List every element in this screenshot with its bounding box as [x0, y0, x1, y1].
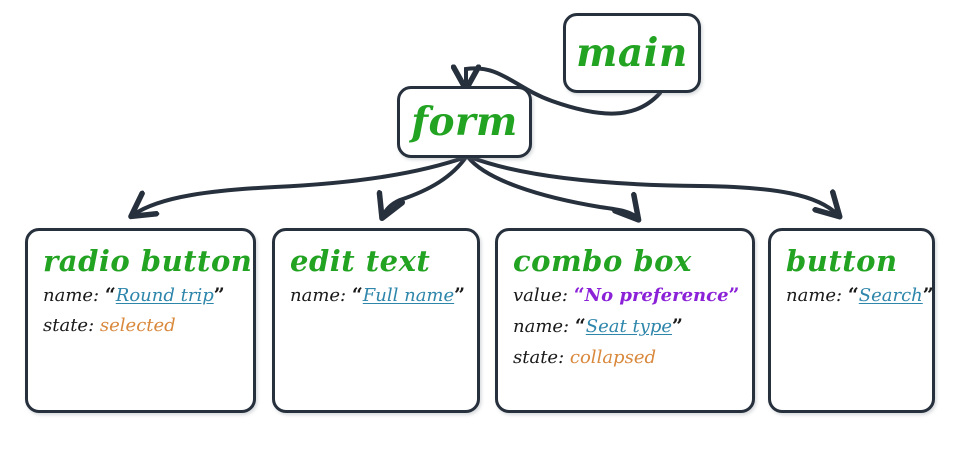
node-radio-button-title: radio button	[43, 244, 253, 278]
quote-open: “	[573, 284, 585, 306]
attribute-value: Full name	[362, 285, 455, 306]
node-radio-button[interactable]: radio button name: “Round trip” state: s…	[25, 228, 256, 413]
node-main[interactable]: main	[563, 13, 701, 93]
attribute-name: name: “Search”	[786, 284, 934, 306]
quote-open: “	[847, 284, 859, 306]
attribute-key: name:	[513, 316, 570, 338]
node-combo-box-title: combo box	[513, 244, 692, 278]
attribute-key: name:	[43, 285, 100, 306]
node-form[interactable]: form	[397, 86, 532, 158]
quote-close: ”	[672, 315, 683, 338]
attribute-value: selected	[99, 315, 176, 337]
edge-form-to-combo-box	[466, 155, 637, 218]
attribute-key: state:	[513, 346, 565, 368]
attribute-name: name: “Full name”	[290, 284, 465, 306]
attribute-value-text: collapsed	[569, 346, 656, 368]
node-main-title: main	[576, 30, 688, 76]
quote-close: ”	[454, 284, 466, 306]
quote-close: ”	[922, 284, 934, 306]
attribute-value: value: “No preference”	[513, 284, 740, 306]
attribute-name: name: “Round trip”	[43, 284, 241, 306]
edge-form-to-edit-text	[383, 155, 468, 216]
node-edit-text-title: edit text	[290, 244, 431, 278]
node-button[interactable]: button name: “Search”	[768, 228, 935, 413]
attribute-key: state:	[43, 315, 95, 337]
node-edit-text[interactable]: edit text name: “Full name”	[272, 228, 480, 413]
attribute-state: state: collapsed	[513, 347, 740, 368]
quote-close: ”	[213, 284, 225, 306]
edge-form-to-radio-button	[133, 155, 468, 215]
node-form-title: form	[411, 99, 518, 145]
quote-close: ”	[728, 284, 740, 306]
attribute-key: name:	[290, 285, 347, 306]
quote-open: “	[104, 284, 116, 306]
edge-form-to-button	[468, 155, 838, 215]
attribute-value: Round trip	[115, 285, 214, 306]
attribute-value-text: Seat type	[585, 316, 673, 338]
quote-open: “	[574, 315, 586, 338]
quote-open: “	[351, 284, 363, 306]
attribute-value: Search	[858, 285, 923, 306]
attribute-state: state: selected	[43, 315, 241, 336]
node-combo-box[interactable]: combo box value: “No preference” name: “…	[495, 228, 755, 413]
attribute-key: value:	[513, 285, 568, 306]
attribute-name: name: “Seat type”	[513, 315, 740, 337]
attribute-key: name:	[786, 285, 843, 306]
node-button-title: button	[786, 244, 898, 278]
attribute-value-text: No preference	[584, 285, 729, 306]
